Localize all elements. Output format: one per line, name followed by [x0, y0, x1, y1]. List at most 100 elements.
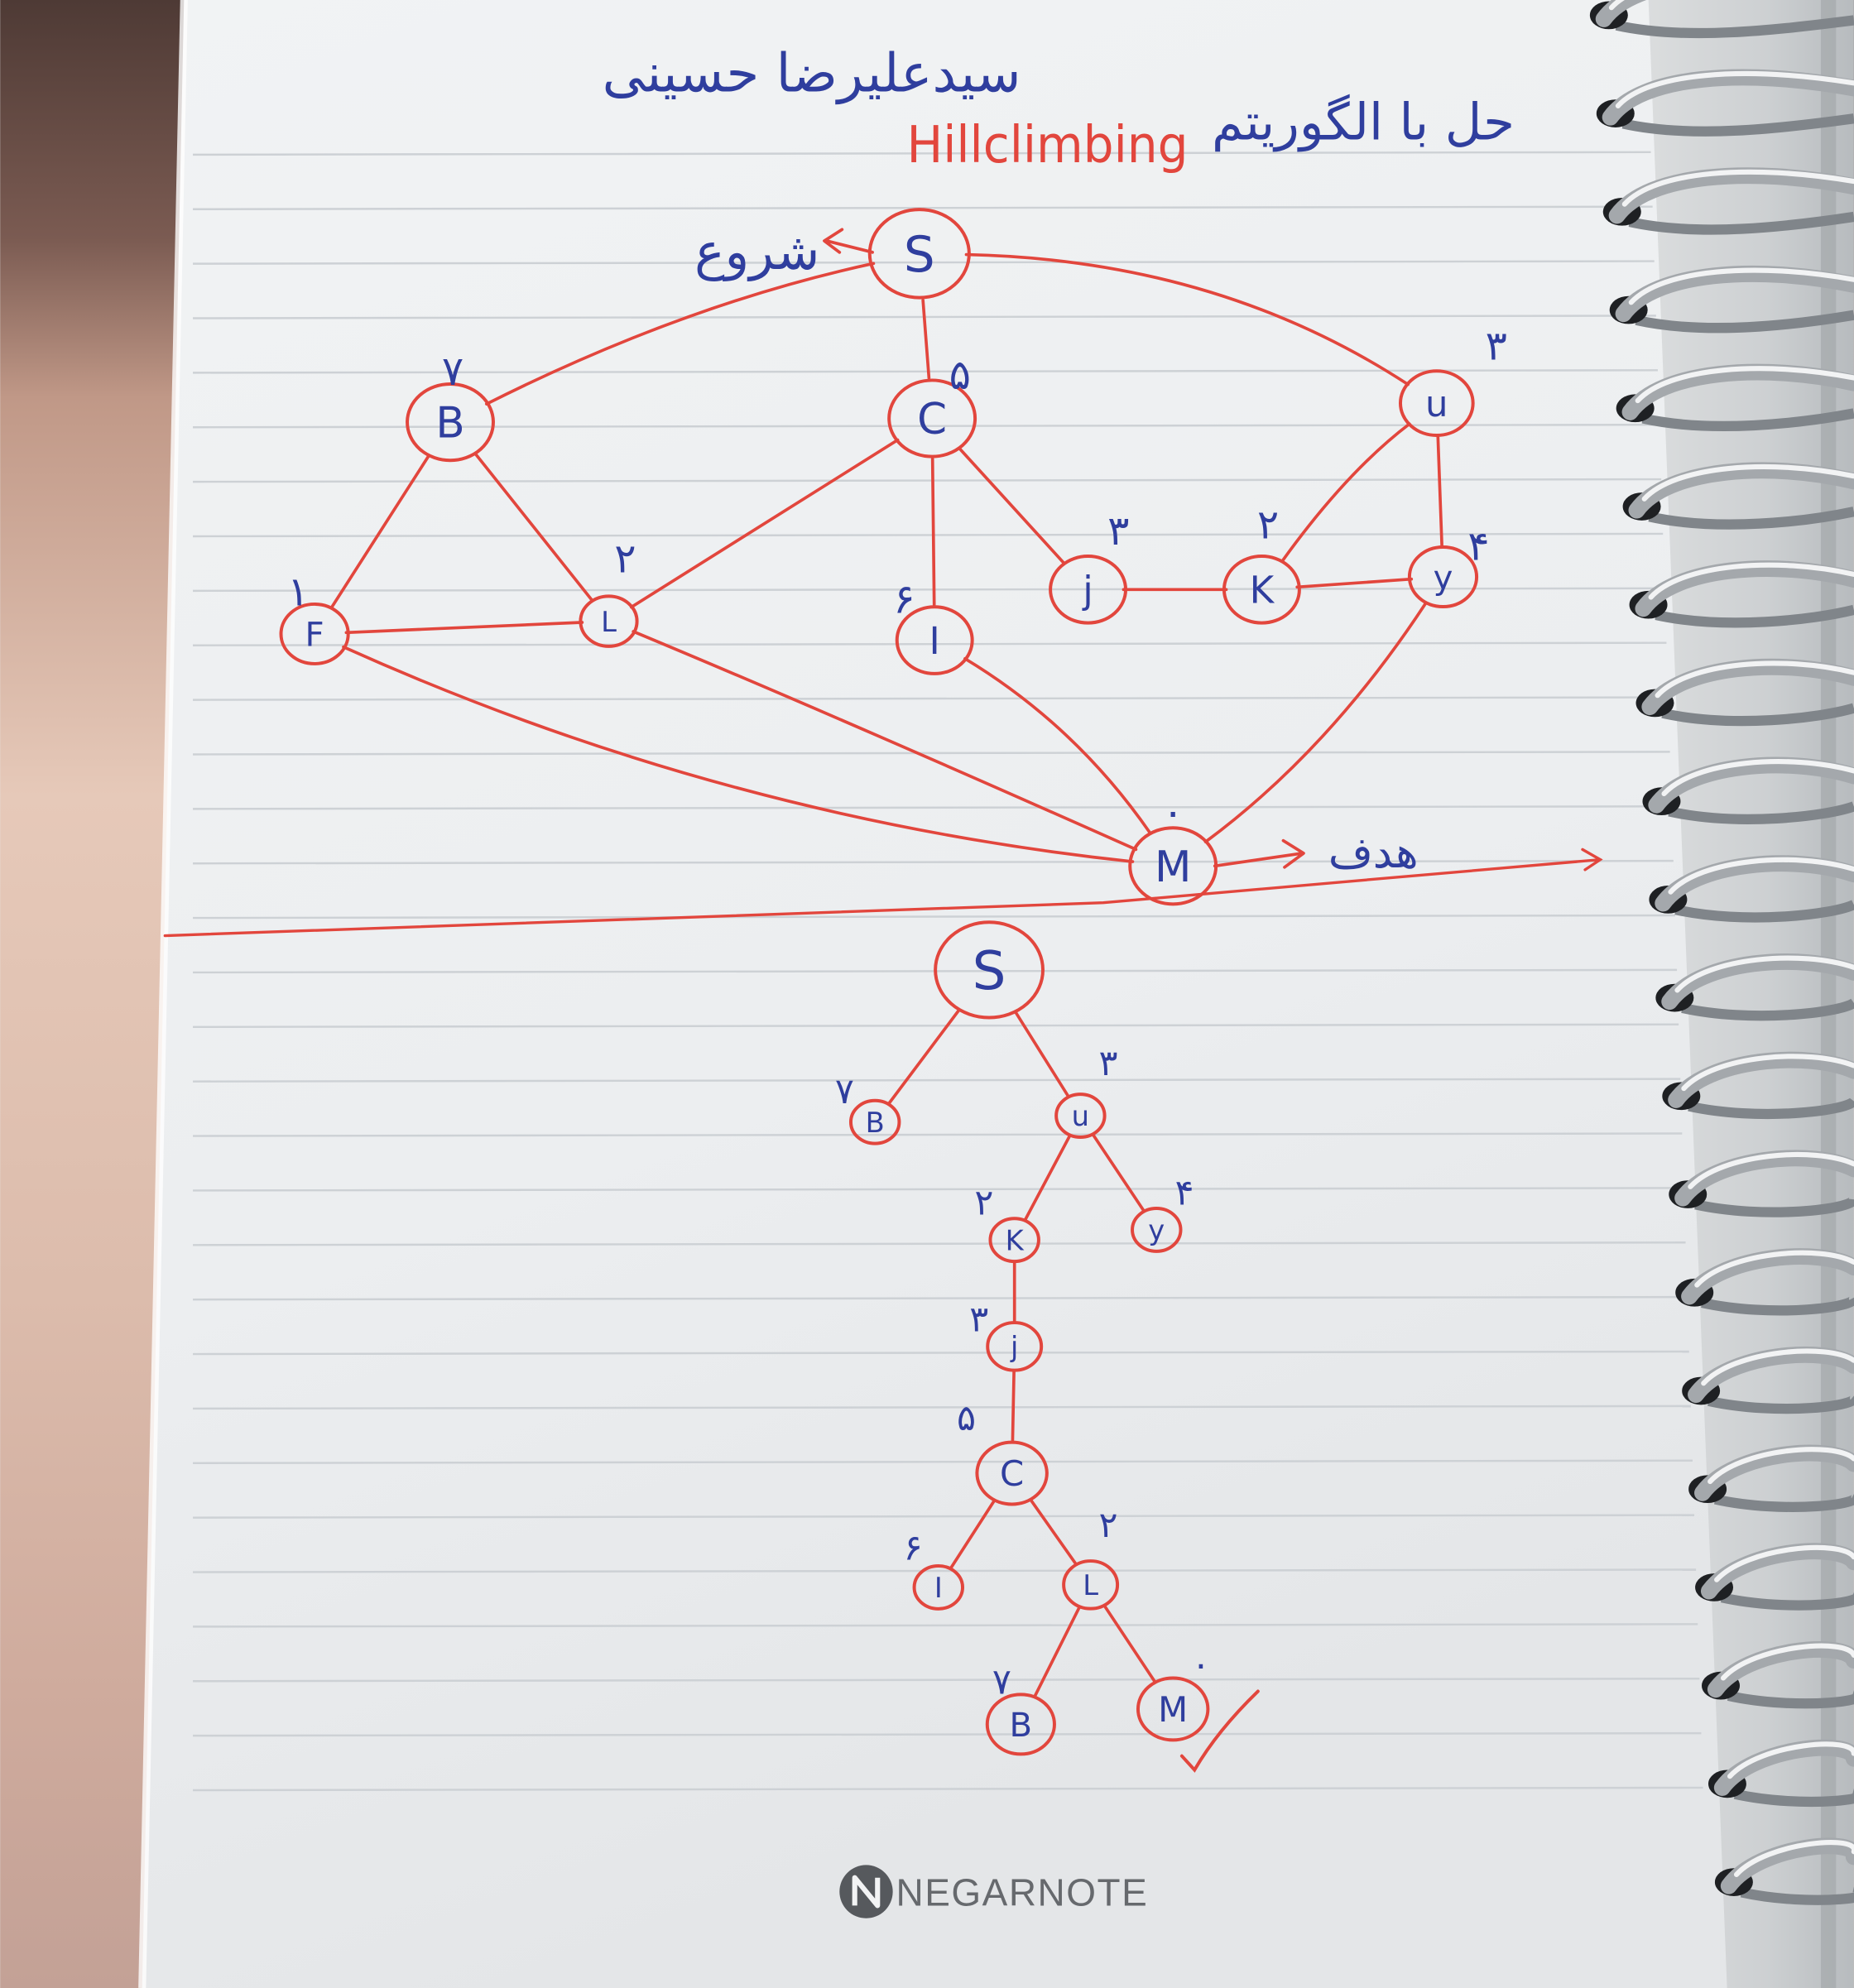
ruled-line	[193, 1405, 1691, 1410]
node-circle	[975, 1440, 1049, 1506]
ruled-line	[193, 914, 1675, 920]
ruled-line	[193, 1514, 1695, 1519]
graph-edges	[329, 252, 1443, 863]
tree-edge	[1011, 1370, 1016, 1443]
ruled-line	[193, 478, 1662, 483]
ruled-line	[193, 1078, 1681, 1083]
heuristic-value: ۷	[442, 347, 463, 395]
tree-edge	[1014, 1011, 1070, 1098]
tree-edge	[1091, 1133, 1146, 1212]
tree-edge	[1102, 1604, 1157, 1683]
node-circle	[988, 1217, 1040, 1264]
node-label: S	[973, 940, 1006, 1002]
spiral-ring	[1649, 855, 1854, 923]
graph-node: y۴	[1407, 521, 1490, 608]
heuristic-value: ۲	[1099, 1505, 1118, 1546]
ruled-line	[193, 260, 1655, 265]
graph-edge	[484, 262, 876, 406]
spiral-ring	[1609, 265, 1854, 334]
goal-annotation: هدف	[1213, 828, 1419, 878]
graph-edge	[329, 454, 430, 609]
heuristic-value: ۳	[1486, 321, 1507, 369]
node-circle	[1136, 1676, 1210, 1742]
ruled-line	[193, 151, 1651, 156]
spiral-binding	[1589, 0, 1854, 1905]
heuristic-value: ۶	[904, 1527, 923, 1568]
node-label: y	[1148, 1214, 1165, 1246]
heuristic-value: ۴	[1467, 521, 1489, 569]
heuristic-value: ۱	[287, 568, 309, 616]
ruled-lines	[193, 151, 1703, 1792]
spiral-ring	[1589, 0, 1854, 39]
node-circle	[279, 602, 350, 665]
node-label: L	[601, 606, 617, 638]
graph-node: C۵	[887, 351, 977, 459]
spiral-ring	[1688, 1444, 1854, 1512]
graph-node: M۰	[1128, 788, 1218, 906]
spiral-ring	[1642, 756, 1854, 824]
ruled-line	[193, 369, 1658, 374]
spiral-ring	[1708, 1739, 1854, 1808]
tree-node: B۷	[835, 1071, 901, 1145]
node-label: L	[1083, 1569, 1098, 1601]
tree-edge	[1029, 1498, 1078, 1566]
node-label: u	[1072, 1100, 1089, 1132]
heuristic-value: ۰	[1162, 788, 1184, 836]
node-label: F	[305, 616, 324, 654]
node-label: M	[1158, 1689, 1188, 1730]
ruled-line	[193, 1731, 1702, 1737]
heuristic-value: ۲	[614, 535, 636, 583]
tree-node: I۶	[904, 1527, 965, 1611]
node-circle	[848, 1098, 901, 1145]
node-label: I	[929, 619, 940, 663]
node-circle	[934, 920, 1045, 1020]
spiral-ring	[1669, 1150, 1854, 1217]
ruled-line	[193, 1459, 1693, 1465]
heuristic-value: ۳	[969, 1299, 988, 1341]
ruled-line	[193, 1132, 1683, 1137]
spiral-ring	[1695, 1543, 1854, 1611]
tree-node: y۴	[1131, 1172, 1194, 1253]
spiral-ring	[1596, 69, 1854, 137]
tree-node: j۳	[969, 1299, 1044, 1372]
spiral-ring	[1635, 658, 1854, 727]
node-label: j	[1082, 569, 1093, 612]
graph-node: I۶	[893, 575, 974, 675]
tree-node: C۵	[957, 1398, 1049, 1506]
graph-node: L۲	[579, 535, 639, 648]
ruled-line	[193, 532, 1664, 538]
graph-edge	[632, 630, 1138, 852]
goal-arrow-icon	[1213, 838, 1305, 869]
ruled-line	[193, 1677, 1700, 1683]
spiral-ring	[1682, 1346, 1854, 1414]
ruled-line	[193, 751, 1670, 756]
spiral-ring	[1675, 1248, 1854, 1316]
ruled-line	[193, 1023, 1679, 1029]
checkmark-icon	[1179, 1689, 1260, 1773]
heuristic-value: ۵	[949, 351, 971, 399]
negarnote-logo: NEGARNOTE	[839, 1865, 1149, 1918]
spiral-ring	[1629, 560, 1854, 628]
ruled-line	[193, 1568, 1697, 1573]
node-label: B	[435, 399, 464, 449]
graph-node: F۱	[279, 568, 350, 665]
logo-n-icon	[852, 1875, 881, 1909]
graph-edge	[921, 299, 931, 380]
tree-node: u۳	[1054, 1043, 1118, 1139]
graph-edge	[1436, 435, 1443, 547]
brand-wordmark: NEGARNOTE	[896, 1870, 1149, 1914]
goal-label: هدف	[1328, 828, 1419, 878]
tree-edge	[886, 1009, 961, 1106]
page-edge	[138, 0, 188, 1988]
graph-node: u۳	[1398, 321, 1507, 438]
node-label: K	[1006, 1224, 1025, 1256]
spiral-ring	[1602, 167, 1854, 235]
graph-node: B۷	[406, 347, 495, 463]
ruled-line	[193, 1187, 1684, 1192]
graph-node: K۲	[1222, 500, 1301, 625]
graph-edge	[1203, 602, 1428, 843]
ruled-line	[193, 1241, 1686, 1246]
board-stripe	[1820, 0, 1837, 1988]
node-circle	[1049, 555, 1128, 625]
